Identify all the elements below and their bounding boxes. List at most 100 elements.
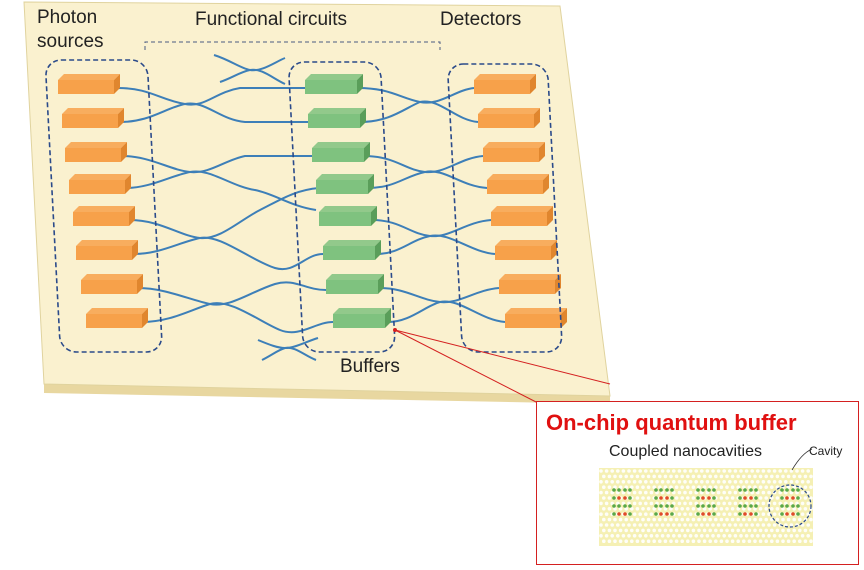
crystal-hole [705,469,710,473]
crystal-hole [691,528,696,533]
crystal-hole [694,469,698,473]
crystal-hole [711,534,715,538]
crystal-hole [758,539,763,543]
photon-source-6-side [132,240,138,260]
crystal-hole [663,485,668,489]
crystal-hole [789,469,794,473]
crystal-hole [708,485,712,489]
detector-3-top [483,142,545,148]
cavity-dot [796,496,800,500]
crystal-hole [686,528,690,533]
detector-7-front [499,280,555,294]
crystal-hole [660,469,665,473]
crystal-hole [602,517,606,522]
crystal-hole [761,490,766,495]
crystal-hole [798,474,802,479]
buffer-3-front [312,148,364,162]
crystal-hole [697,539,701,543]
crystal-hole [686,517,690,522]
crystal-hole [607,517,612,522]
crystal-hole [714,474,718,479]
cavity-dot [791,512,795,516]
crystal-hole [803,474,808,479]
cavity-dot-green [749,504,753,508]
crystal-hole [627,534,631,538]
crystal-hole [739,469,743,473]
crystal-hole [649,501,654,506]
crystal-hole [677,469,682,473]
crystal-hole [725,507,729,511]
cavity-dot-green [707,488,711,492]
crystal-hole [610,534,614,538]
crystal-hole [688,480,693,484]
photon-source-3-front [65,148,121,162]
cavity-dot [701,496,705,500]
buffer-7-top [326,274,384,280]
crystal-hole [621,534,626,538]
crystal-hole [697,528,701,533]
crystal-hole [733,512,738,516]
crystal-hole [733,501,738,506]
crystal-hole [758,485,763,489]
callout-line-upper [394,329,611,385]
crystal-hole [728,534,732,538]
buffer-1-top [305,74,363,80]
crystal-hole [775,528,780,533]
crystal-hole [739,523,743,527]
crystal-hole [736,507,740,511]
crystal-hole [677,480,682,484]
crystal-hole [772,534,777,538]
detector-3-side [539,142,545,162]
chip-components [58,74,567,328]
cavity-dot-green [743,488,747,492]
crystal-hole [778,534,782,538]
crystal-hole [733,534,738,538]
photon-source-1-top [58,74,120,80]
crystal-hole [613,517,617,522]
crystal-hole [756,469,760,473]
waveguide-6 [133,236,324,271]
crystal-hole [677,523,682,527]
cavity-dot [659,496,663,500]
crystal-hole [610,501,614,506]
cavity-dot-green [754,488,758,492]
crystal-hole [798,517,802,522]
detector-8-top [505,308,567,314]
crystal-hole [789,480,794,484]
crystal-hole [756,480,760,484]
crystal-hole [680,485,684,489]
crystal-hole [792,528,796,533]
crystal-hole [607,496,612,500]
crystal-hole [686,507,690,511]
crystal-hole [730,496,735,500]
photon-source-5-front [73,212,129,226]
crystal-hole [719,507,724,511]
crystal-hole [767,469,771,473]
nanocavity-2 [654,488,674,516]
crystal-hole [725,539,729,543]
crystal-hole [756,490,760,495]
crystal-hole [641,474,645,479]
crystal-hole [809,485,813,489]
crystal-hole [646,496,651,500]
detector-1-front [474,80,530,94]
waveguide-network [117,54,506,361]
buffer-5-front [319,212,371,226]
crystal-hole [789,501,794,506]
waveguide-5 [129,187,320,240]
cavity-dot-green [780,504,784,508]
crystal-hole [658,474,662,479]
crystal-hole [604,501,609,506]
crystal-hole [767,480,771,484]
crystal-hole [784,523,788,527]
crystal-hole [644,523,648,527]
cavity-dot [796,512,800,516]
crystal-hole [646,485,651,489]
buffer-8-side [385,308,391,328]
crystal-hole [649,490,654,495]
buffer-6-top [323,240,381,246]
crystal-hole [697,507,701,511]
crystal-hole [781,507,785,511]
crystal-hole [809,496,813,500]
detector-5 [491,206,553,226]
